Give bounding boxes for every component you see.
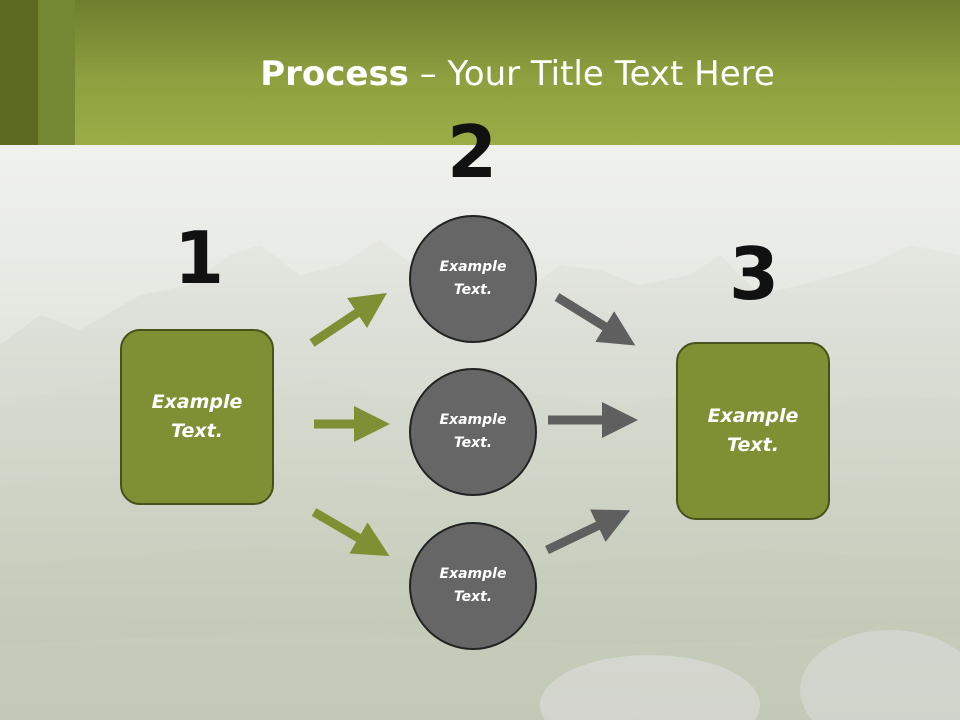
arrow-bottom-to-end — [545, 509, 631, 555]
step-number-3: 3 — [728, 232, 780, 316]
slide-title-rest: – Your Title Text Here — [408, 54, 775, 94]
slide-title-bold: Process — [260, 54, 409, 94]
circle-top-label: Example Text. — [439, 259, 507, 298]
header-bar: Process – Your Title Text Here — [0, 0, 960, 145]
arrow-top-to-end — [554, 293, 636, 346]
start-box: Example Text. — [120, 329, 274, 505]
start-box-label: Example Text. — [151, 391, 243, 442]
circle-middle-label: Example Text. — [439, 412, 507, 451]
arrow-start-to-top — [309, 293, 387, 347]
header-accent-strip — [0, 0, 38, 145]
step-number-1: 1 — [173, 216, 225, 300]
step-number-2: 2 — [446, 110, 498, 194]
end-box: Example Text. — [676, 342, 830, 520]
circle-top: Example Text. — [409, 215, 537, 343]
circle-bottom-label: Example Text. — [439, 566, 507, 605]
arrow-start-to-bottom — [311, 508, 390, 557]
circle-bottom: Example Text. — [409, 522, 537, 650]
slide-title: Process – Your Title Text Here — [75, 50, 960, 98]
header-accent-strip — [38, 0, 75, 145]
end-box-label: Example Text. — [707, 405, 799, 456]
circle-middle: Example Text. — [409, 368, 537, 496]
